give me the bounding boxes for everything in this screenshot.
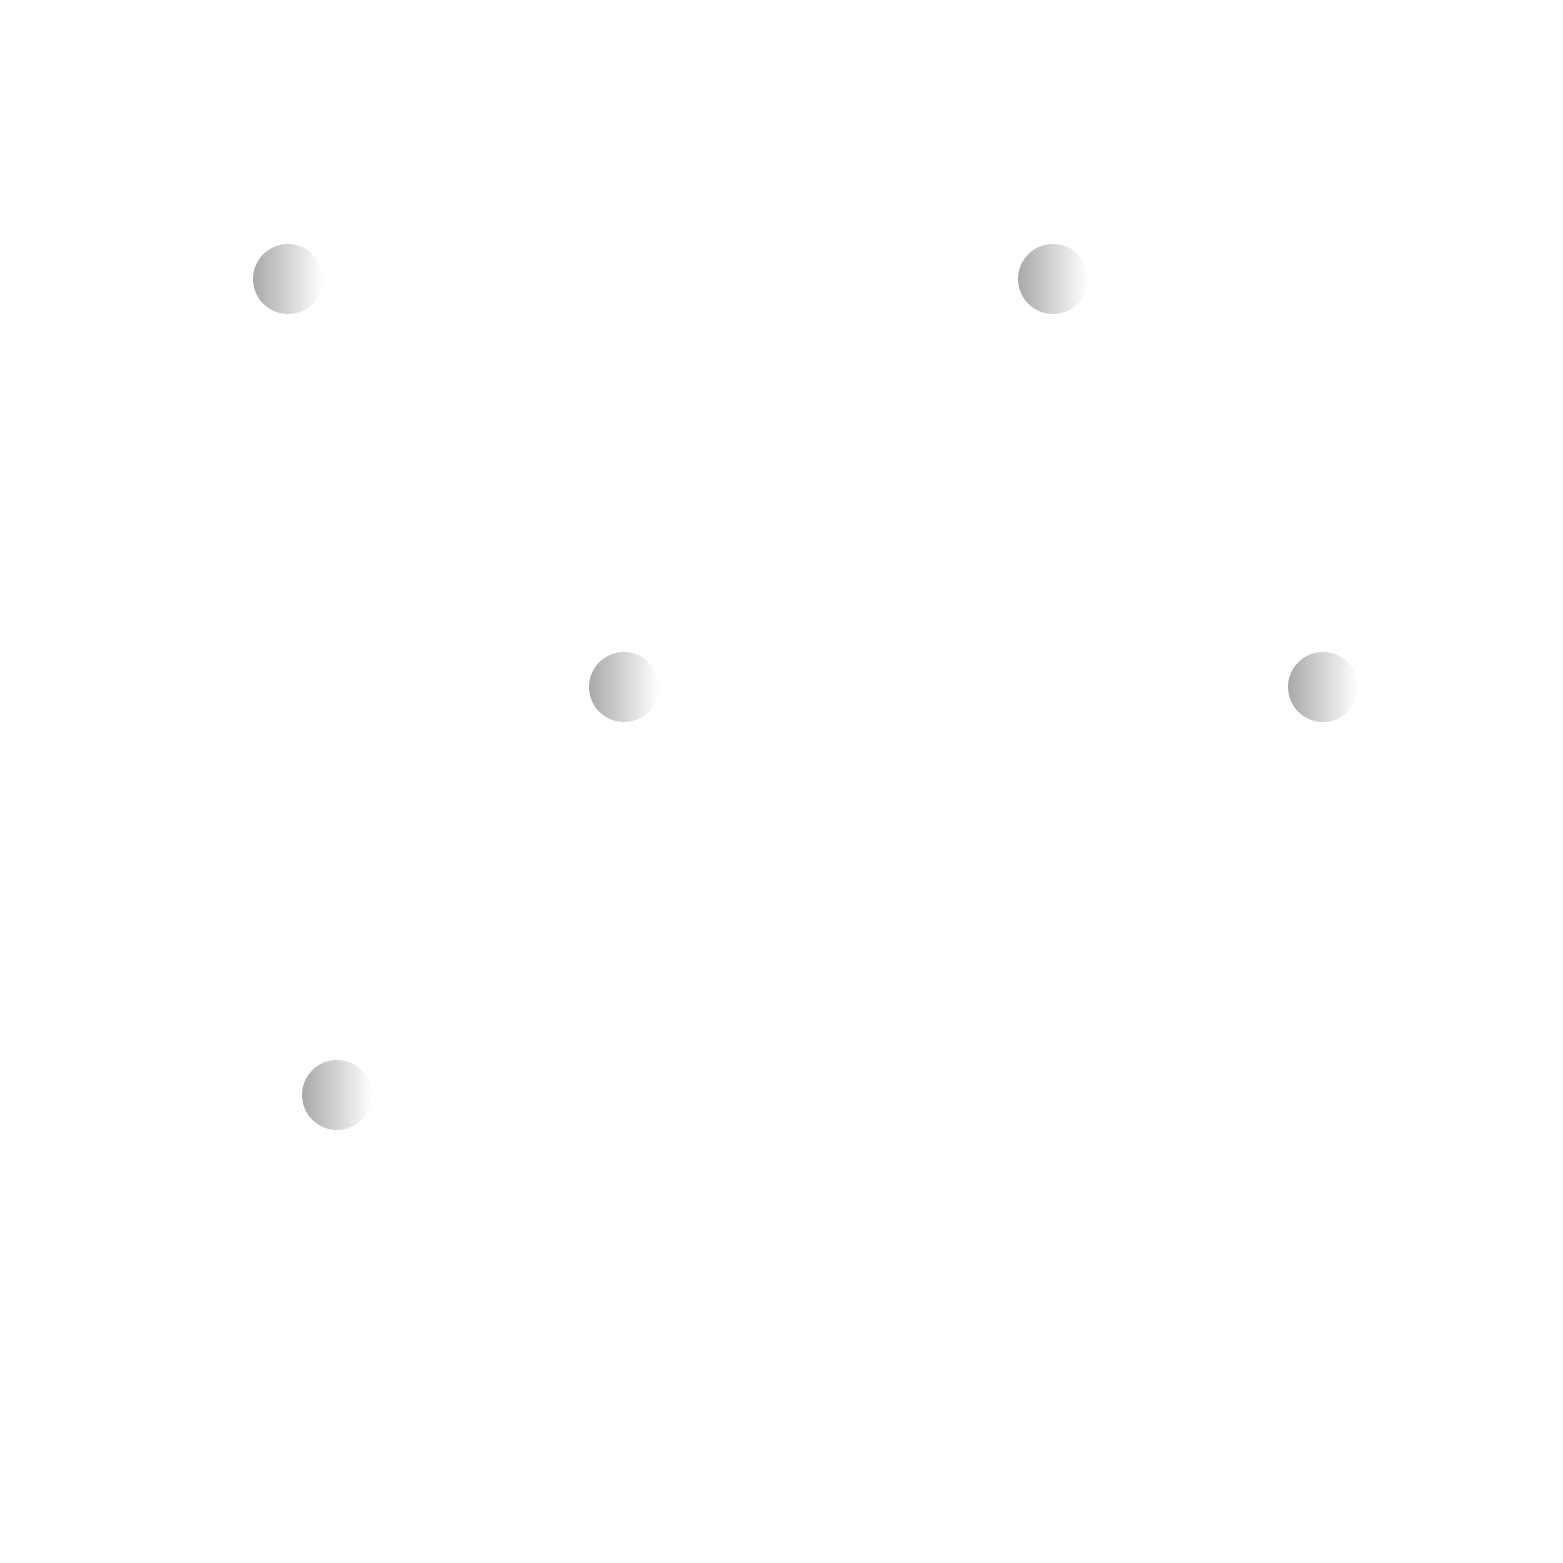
gradient-dot bbox=[302, 1060, 372, 1130]
gradient-dot bbox=[1288, 652, 1358, 722]
gradient-dot bbox=[253, 244, 323, 314]
gradient-dot bbox=[589, 652, 659, 722]
gradient-dot bbox=[1018, 244, 1088, 314]
